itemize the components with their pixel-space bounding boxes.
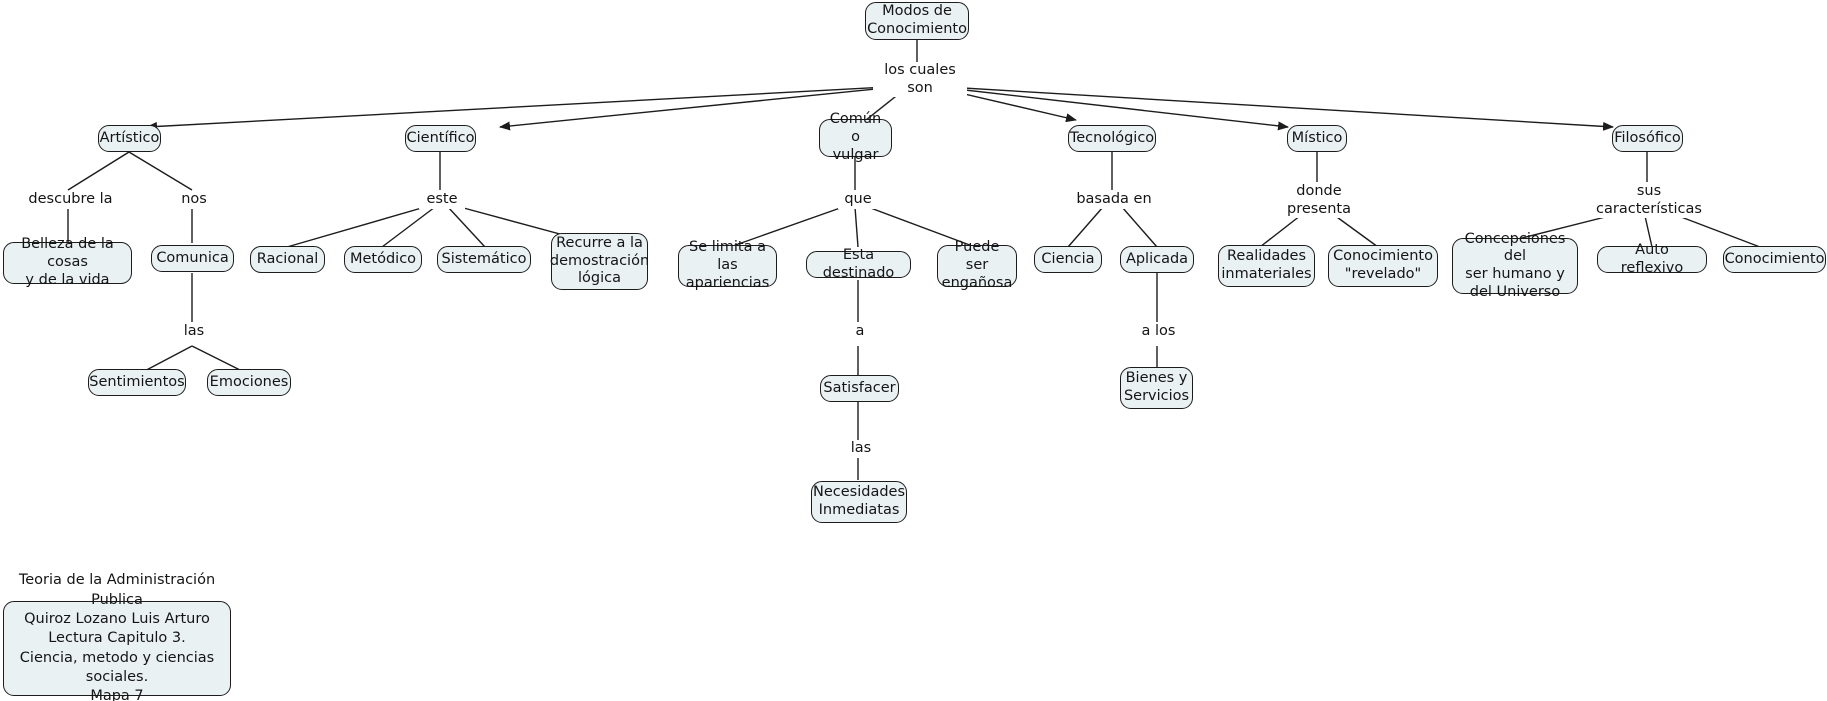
link-label-este: este: [419, 191, 465, 209]
link-label-donde-presenta: donde presenta: [1280, 183, 1358, 219]
link-label-las-artistico: las: [172, 323, 216, 341]
node-recurre-demostracion-logica[interactable]: Recurre a la demostración lógica: [550, 233, 649, 290]
node-artistico[interactable]: Artístico: [98, 125, 161, 152]
link-label-a: a: [843, 323, 877, 341]
node-mistico[interactable]: Místico: [1287, 125, 1347, 152]
node-se-limita-a-las-apariencias[interactable]: Se limita a las apariencias: [678, 239, 777, 291]
node-concepciones-ser-humano-universo[interactable]: Concepciones del ser humano y del Univer…: [1452, 231, 1578, 300]
link-label-nos: nos: [170, 191, 218, 209]
link-label-los-cuales-son: los cuales son: [873, 62, 967, 98]
node-conocimiento-revelado[interactable]: Conocimiento "revelado": [1328, 245, 1438, 287]
node-esta-destinado[interactable]: Esta destinado: [806, 247, 911, 281]
node-emociones[interactable]: Emociones: [207, 369, 291, 396]
node-realidades-inmateriales[interactable]: Realidades inmateriales: [1218, 245, 1315, 287]
node-sistematico[interactable]: Sistemático: [437, 246, 531, 273]
node-conocimiento[interactable]: Conocimiento: [1723, 246, 1826, 273]
node-ciencia[interactable]: Ciencia: [1034, 246, 1102, 273]
node-modos-de-conocimiento[interactable]: Modos de Conocimiento: [865, 2, 969, 40]
node-aplicada[interactable]: Aplicada: [1120, 246, 1194, 273]
node-filosofico[interactable]: Filosófico: [1612, 125, 1683, 152]
link-label-sus-caracteristicas: sus características: [1594, 183, 1704, 219]
node-sentimientos[interactable]: Sentimientos: [88, 369, 186, 396]
node-tecnologico[interactable]: Tecnológico: [1068, 125, 1156, 152]
link-label-las-satisfacer: las: [839, 440, 883, 458]
link-label-que: que: [838, 191, 878, 209]
link-label-a-los: a los: [1131, 323, 1186, 341]
node-bienes-y-servicios[interactable]: Bienes y Servicios: [1120, 367, 1193, 409]
link-label-descubre-la: descubre la: [20, 191, 121, 209]
node-racional[interactable]: Racional: [250, 246, 325, 273]
node-belleza-de-la-cosas[interactable]: Belleza de la cosas y de la vida: [3, 236, 132, 288]
node-puede-ser-enganosa[interactable]: Puede ser engañosa: [937, 239, 1017, 291]
node-auto-reflexivo[interactable]: Auto reflexivo: [1597, 242, 1707, 276]
node-comun-o-vulgar[interactable]: Común o vulgar: [819, 111, 892, 163]
node-satisfacer[interactable]: Satisfacer: [820, 375, 899, 402]
node-metodico[interactable]: Metódico: [344, 246, 422, 273]
node-necesidades-inmediatas[interactable]: Necesidades Inmediatas: [811, 481, 907, 523]
node-cientifico[interactable]: Científico: [405, 125, 476, 152]
node-comunica[interactable]: Comunica: [151, 245, 234, 272]
legend-box: Teoria de la Administración Publica Quir…: [3, 572, 231, 701]
link-label-basada-en: basada en: [1071, 191, 1157, 209]
